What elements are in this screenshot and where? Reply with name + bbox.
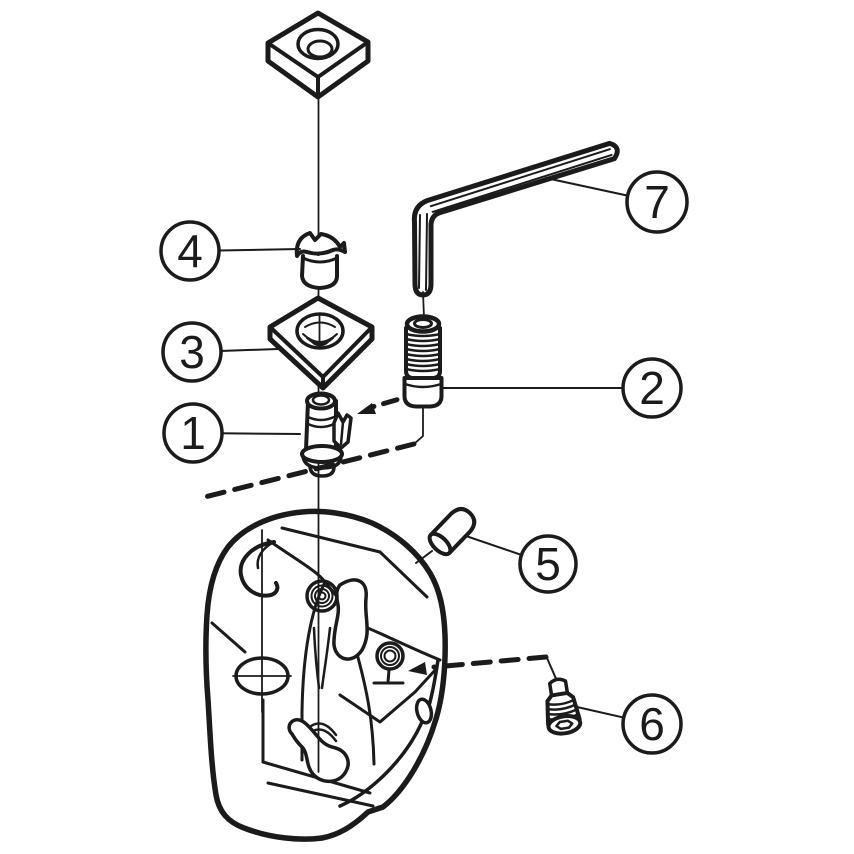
dashed-line-screw-to-body xyxy=(202,441,417,500)
threaded-hole-a xyxy=(305,579,339,613)
hole-ring xyxy=(305,579,339,613)
thread-line xyxy=(546,698,575,706)
callout-balloon-5: 5 xyxy=(518,534,578,594)
clamp-wedge-fold xyxy=(339,420,345,446)
part-2-clamp-screw xyxy=(402,314,444,445)
thread-line xyxy=(404,357,442,363)
clamp-tip xyxy=(308,465,336,478)
thread-line xyxy=(404,362,442,368)
seat-top-edges xyxy=(268,325,374,390)
callout-balloon-7: 7 xyxy=(625,170,689,234)
screw-socket xyxy=(413,318,433,329)
threaded-hole-b xyxy=(372,641,405,685)
callout-circle xyxy=(159,220,221,282)
part-4-clamp-sleeve xyxy=(294,231,347,290)
callout-circle xyxy=(621,693,683,755)
callout-circle xyxy=(162,402,224,464)
pin-end-face xyxy=(427,531,453,557)
callout-balloon-3: 3 xyxy=(161,321,223,383)
hole-ring xyxy=(314,588,330,604)
clamp-collar xyxy=(306,415,336,429)
screw-shank xyxy=(402,376,444,409)
facet-line xyxy=(210,621,247,654)
pin-axis-tick xyxy=(415,550,433,564)
screw-threads xyxy=(404,332,442,373)
part-1-clamp xyxy=(300,391,353,478)
clamp-flange xyxy=(300,444,344,464)
setscrew-guide-bend xyxy=(546,657,558,682)
callout-number: 1 xyxy=(180,407,206,459)
part-6-set-screw xyxy=(545,677,583,736)
thread-line xyxy=(404,342,442,348)
callout-number: 4 xyxy=(177,225,203,277)
thread-line xyxy=(404,367,442,373)
chamfer-right xyxy=(338,658,440,808)
facet-line xyxy=(266,781,375,808)
facet-line xyxy=(338,666,439,724)
seat-hole xyxy=(295,312,345,350)
body-notch xyxy=(238,540,280,598)
pocket-edge-top xyxy=(280,526,382,554)
hex-key-facet-line xyxy=(418,214,421,289)
hex-key-outline xyxy=(411,140,620,298)
funnel-line xyxy=(320,626,332,690)
hole-ring xyxy=(310,584,334,608)
thread-line xyxy=(546,703,577,711)
callout-circle xyxy=(161,321,223,383)
thread-line xyxy=(547,708,578,716)
kidney-cutout-upper xyxy=(332,578,369,661)
oval-hole xyxy=(232,529,292,713)
callout-circle xyxy=(621,357,683,419)
part-7-hex-key xyxy=(411,140,620,319)
clamp-top-hole xyxy=(311,394,331,406)
thread-line xyxy=(404,332,442,338)
callout-number: 7 xyxy=(644,176,670,228)
pocket-edge-right xyxy=(378,550,429,599)
callout-circle xyxy=(518,534,578,594)
pocket-wall-right xyxy=(354,648,376,766)
callout-number: 3 xyxy=(179,326,205,378)
hole-ring xyxy=(383,649,397,663)
part-cutting-insert xyxy=(265,10,371,100)
setscrew-end-face xyxy=(546,714,583,736)
thread-line xyxy=(404,347,442,353)
part-5-pin xyxy=(415,506,477,564)
sleeve-cup xyxy=(300,254,339,290)
insert-top-edges xyxy=(266,40,370,99)
body-outline xyxy=(203,508,448,842)
callout-number: 2 xyxy=(639,362,665,414)
callout-number: 6 xyxy=(639,698,665,750)
callout-balloon-2: 2 xyxy=(621,357,683,419)
screw-shank-arc xyxy=(403,382,443,389)
setscrew-tip xyxy=(547,677,570,698)
insert-hole-countersink xyxy=(306,39,334,59)
hole-b-bracket xyxy=(372,668,405,685)
screw-lower-connector xyxy=(413,406,424,445)
thread-line xyxy=(404,352,442,358)
sleeve-crescent xyxy=(294,231,347,258)
callout-balloon-6: 6 xyxy=(621,693,683,755)
insert-hole xyxy=(296,27,340,61)
callout-circle xyxy=(625,170,689,234)
hex-key-facet-line xyxy=(429,148,611,208)
clamp-flange-lip xyxy=(301,454,343,470)
hex-key-facet-line xyxy=(431,153,613,213)
callout-balloon-4: 4 xyxy=(159,220,221,282)
callout-balloon-1: 1 xyxy=(162,402,224,464)
arrowhead xyxy=(408,662,427,675)
side-hole xyxy=(414,697,434,725)
setscrew-hex-socket xyxy=(555,719,574,731)
key-to-screw-connector xyxy=(422,291,425,319)
dashed-line-setscrew-to-hole xyxy=(431,654,549,670)
part-3-shim-seat xyxy=(267,295,375,391)
callout-number: 5 xyxy=(535,538,561,590)
tool-body xyxy=(203,508,448,842)
sleeve-saddle-front xyxy=(301,256,339,264)
hole-ring xyxy=(380,646,400,666)
arrowhead xyxy=(357,403,376,414)
thread-line xyxy=(404,337,442,343)
hex-key-facet-line xyxy=(425,213,428,291)
